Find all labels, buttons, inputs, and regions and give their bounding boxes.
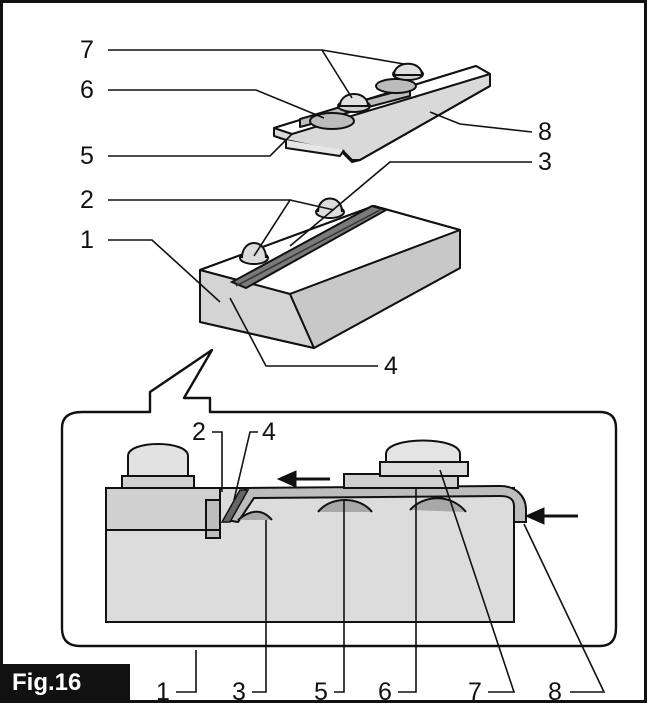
callout-6: 6: [80, 76, 94, 104]
inset-callout-4: 4: [262, 418, 276, 446]
inset-clamp-screw: [343, 439, 469, 489]
inset-callout-2: 2: [192, 418, 206, 446]
callout-4: 4: [384, 352, 398, 380]
bottom-callout-5: 5: [314, 678, 328, 704]
callout-2: 2: [80, 186, 94, 214]
bottom-callout-3: 3: [232, 678, 246, 704]
clamp-screw-front: [309, 93, 371, 130]
figure-label: Fig.16: [2, 664, 130, 702]
bottom-callout-1: 1: [156, 678, 170, 704]
inset-leaders: [176, 431, 606, 693]
callout-1: 1: [80, 226, 94, 254]
callout-8: 8: [538, 118, 552, 146]
inset-blade-strip: [220, 489, 250, 523]
bottom-callout-6: 6: [378, 678, 392, 704]
inset-left-screw: [121, 443, 195, 489]
base-block: [199, 205, 461, 349]
inset-arrows: [276, 470, 578, 525]
callout-7: 7: [80, 36, 94, 64]
bottom-callout-8: 8: [548, 678, 562, 704]
inset-guide-plate: [224, 484, 527, 524]
clamp-screw-rear: [375, 62, 424, 94]
callout-5: 5: [80, 142, 94, 170]
blade-strip: [229, 204, 389, 290]
bottom-callout-7: 7: [468, 678, 482, 704]
top-leaders: [108, 49, 533, 367]
callout-3: 3: [538, 148, 552, 176]
